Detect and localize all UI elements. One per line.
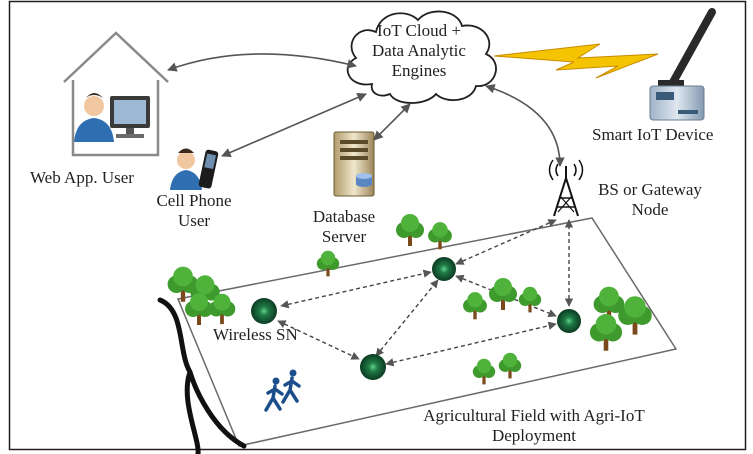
arrow-cloud-web bbox=[167, 53, 357, 72]
sensor-node-icon bbox=[360, 354, 386, 380]
lightning-icon bbox=[493, 43, 659, 79]
sensor-node-icon bbox=[432, 257, 456, 281]
field-label: Agricultural Field with Agri-IoT Deploym… bbox=[404, 406, 664, 446]
link-n2-bs bbox=[455, 219, 557, 265]
wireless-sn-label: Wireless SN bbox=[213, 325, 298, 344]
link-n1-n2 bbox=[280, 269, 432, 309]
cloud-label-line2: Data Analytic bbox=[372, 41, 466, 60]
computer-monitor-icon bbox=[110, 96, 150, 138]
cloud-label-line3: Engines bbox=[391, 61, 447, 80]
smart-iot-device-icon bbox=[649, 8, 716, 121]
arrow-cloud-bs bbox=[485, 84, 565, 167]
sensor-node-icon bbox=[557, 309, 581, 333]
cell-user-label: Cell Phone User bbox=[144, 191, 244, 231]
web-user-label: Web App. User bbox=[30, 168, 134, 187]
cell-user-label-line2: User bbox=[177, 211, 211, 230]
bs-label-line2: Node bbox=[631, 200, 669, 219]
link-n2-n4 bbox=[455, 274, 557, 318]
field-label-line2: Deployment bbox=[491, 426, 577, 445]
cell-phone-user-icon bbox=[170, 148, 219, 190]
field-bracket bbox=[157, 297, 247, 454]
db-label: Database Server bbox=[298, 207, 390, 247]
bs-label: BS or Gateway Node bbox=[590, 180, 710, 220]
tree-icon bbox=[428, 222, 452, 250]
link-n1-n3 bbox=[277, 320, 360, 360]
tree-icon bbox=[396, 214, 424, 246]
database-server-icon bbox=[333, 131, 375, 197]
sensor-node-icon bbox=[251, 298, 277, 324]
walking-people-icon bbox=[264, 369, 301, 412]
arrow-cloud-cell bbox=[221, 93, 367, 157]
outer-border bbox=[8, 0, 747, 451]
bs-label-line1: BS or Gateway bbox=[598, 180, 702, 199]
smart-device-label: Smart IoT Device bbox=[592, 125, 714, 144]
db-label-line1: Database bbox=[312, 207, 376, 226]
connection-arrows bbox=[167, 53, 565, 167]
wireless-links bbox=[277, 219, 574, 367]
db-label-line2: Server bbox=[321, 227, 367, 246]
arrow-cloud-db bbox=[373, 103, 411, 141]
web-user-icon bbox=[74, 93, 114, 142]
cloud-label-line1: IoT Cloud + bbox=[377, 21, 461, 40]
house-icon bbox=[63, 31, 169, 157]
cloud-label: IoT Cloud + Data Analytic Engines bbox=[364, 21, 474, 81]
cell-user-label-line1: Cell Phone bbox=[156, 191, 232, 210]
link-n3-n4 bbox=[385, 321, 557, 367]
field-label-line1: Agricultural Field with Agri-IoT bbox=[423, 406, 645, 425]
cloud-icon bbox=[346, 10, 497, 104]
antenna-tower-icon bbox=[548, 159, 584, 217]
